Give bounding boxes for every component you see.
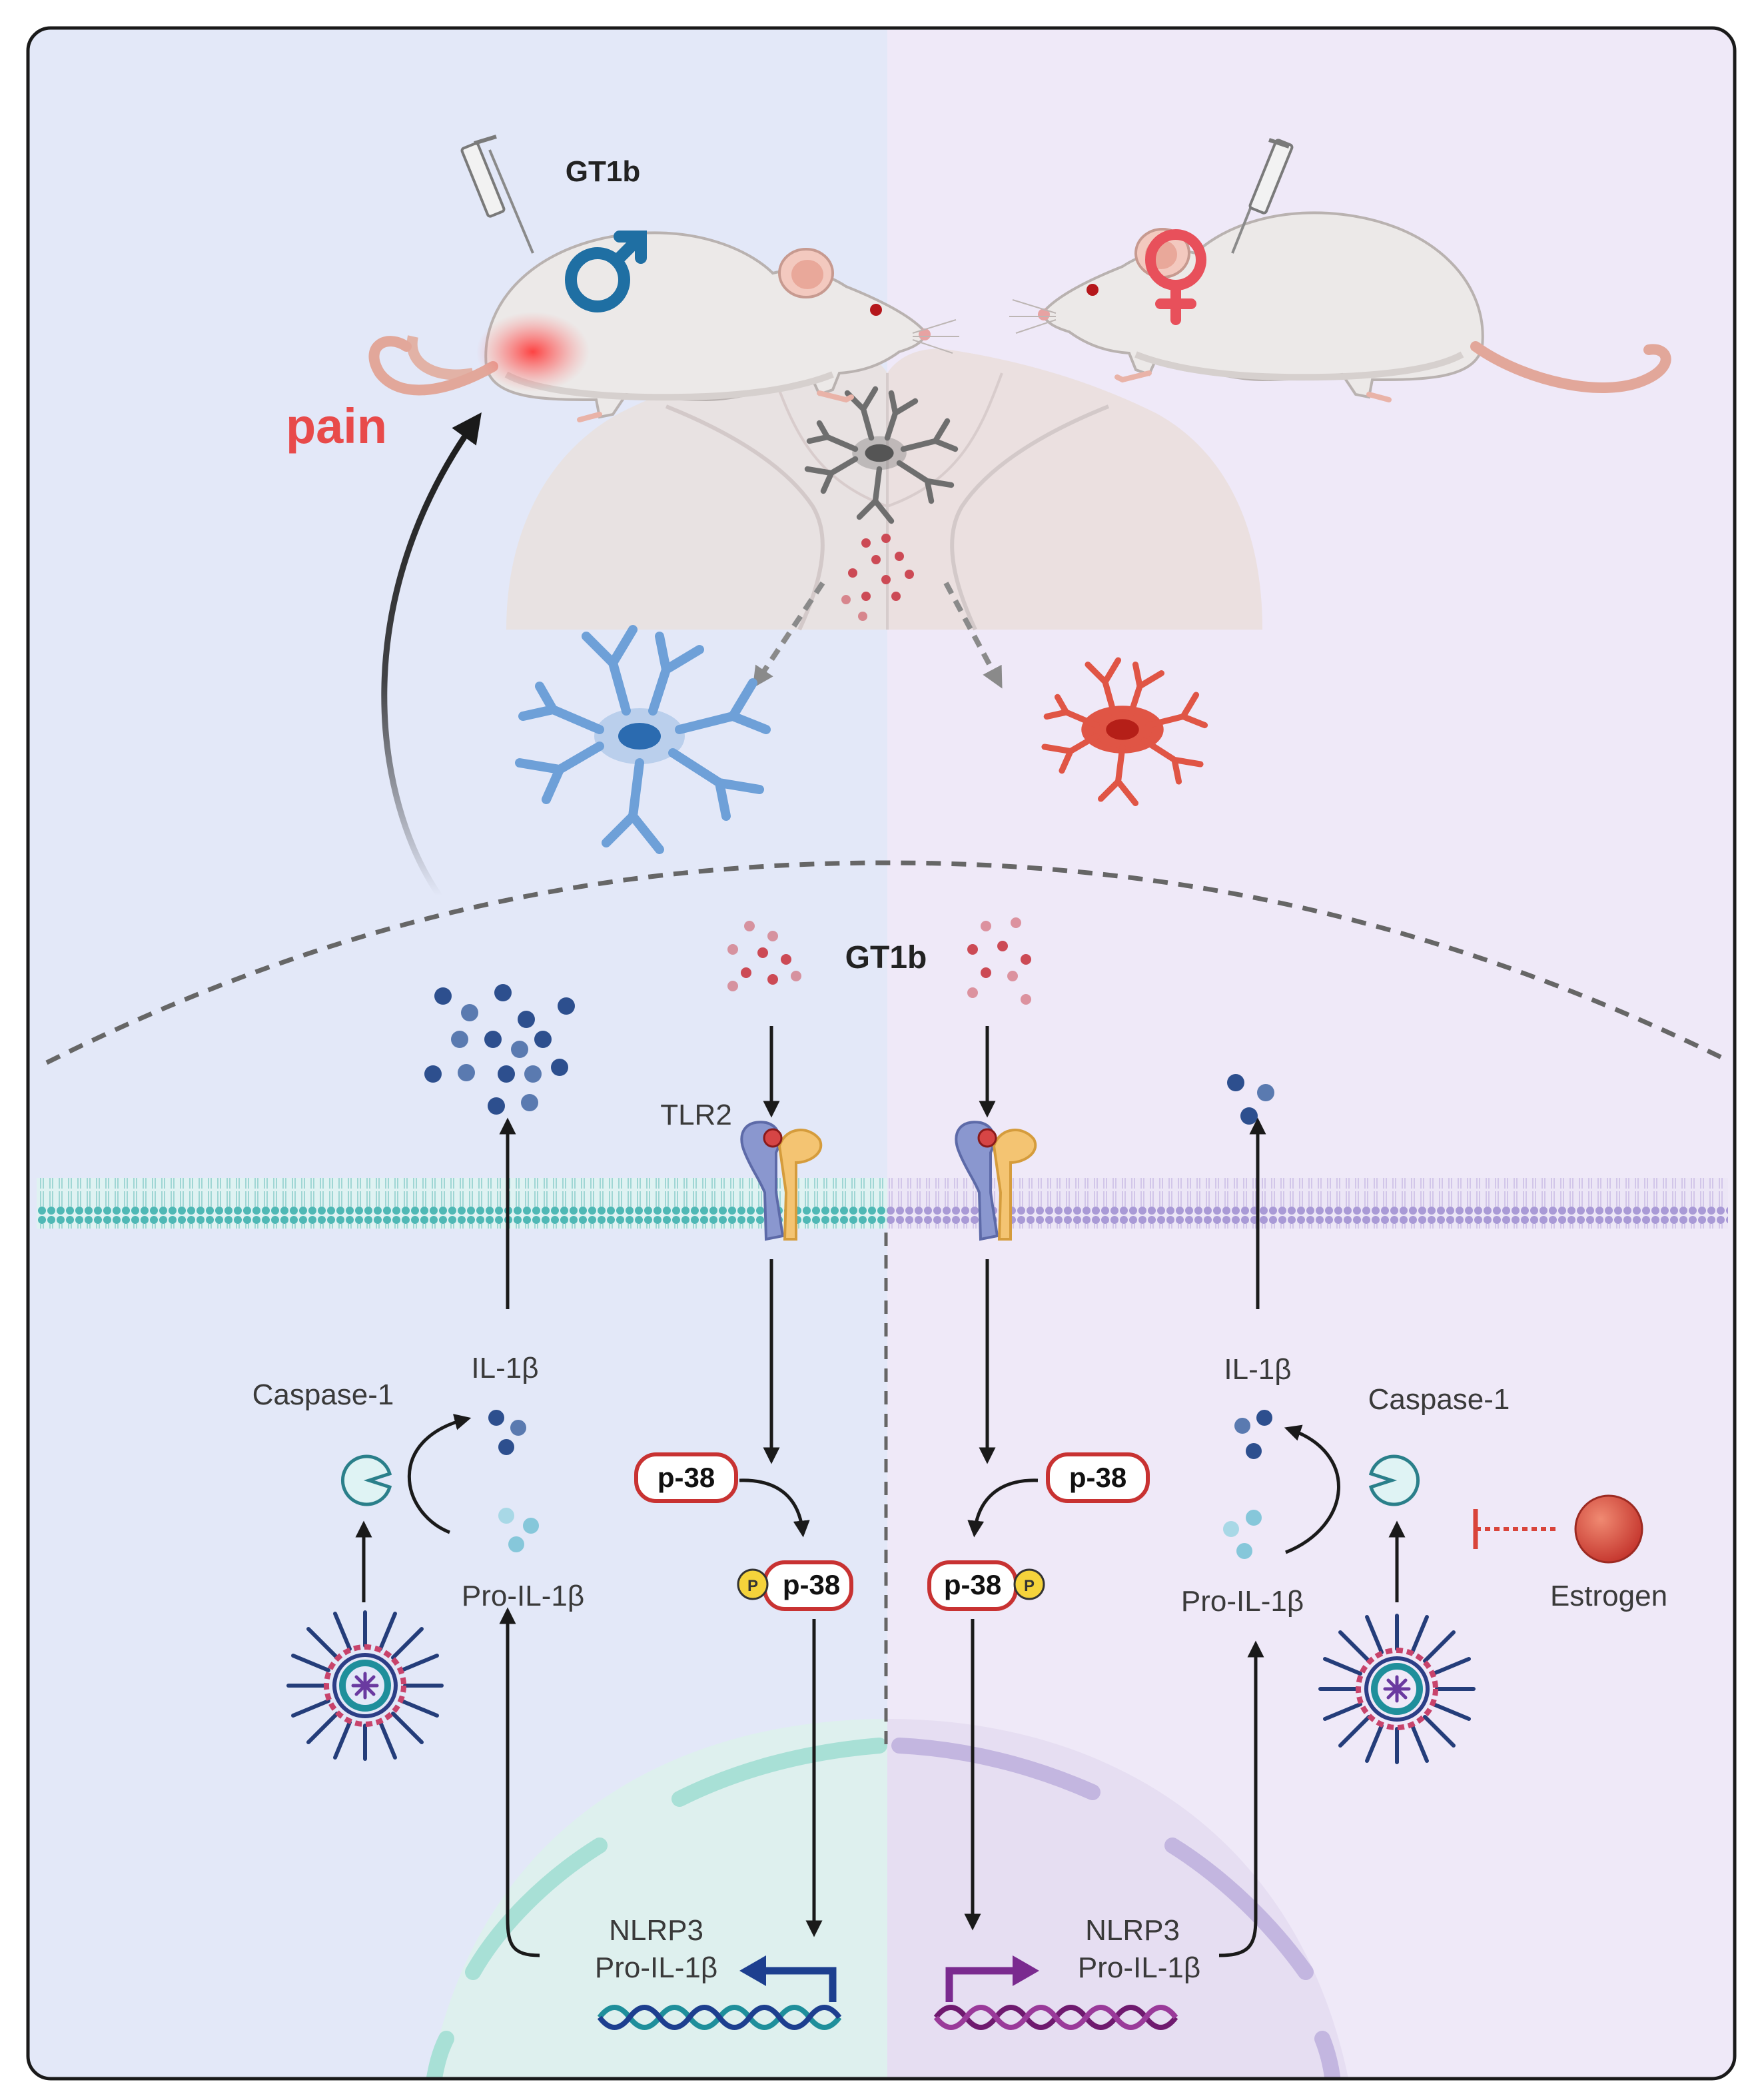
- promoter-arrow-male: [739, 1955, 837, 2002]
- svg-text:P: P: [1024, 1577, 1035, 1595]
- caspase-icon: [340, 1454, 392, 1506]
- promoter-arrow-female: [945, 1955, 1039, 2002]
- svg-text:p-38: p-38: [658, 1462, 715, 1493]
- pain-glow: [476, 312, 590, 392]
- pro-il1b-gene-label-male: Pro-IL-1β: [595, 1951, 717, 1984]
- p38-box-male-phospho: p-38 P: [737, 1560, 853, 1611]
- tlr2-receptor-icon: [740, 1121, 823, 1241]
- svg-text:p-38: p-38: [1069, 1462, 1126, 1493]
- estrogen-label: Estrogen: [1550, 1580, 1667, 1612]
- female-symbol-icon: [1145, 229, 1206, 325]
- arrow-to-male-microglia: [752, 581, 825, 688]
- tlr2-label: TLR2: [660, 1099, 732, 1131]
- estrogen-inhibition: [1473, 1509, 1559, 1549]
- syringe-icon: [1231, 138, 1294, 254]
- microglia-male-icon: [520, 630, 766, 849]
- pro-il1b-label-male: Pro-IL-1β: [462, 1580, 584, 1612]
- svg-text:p-38: p-38: [944, 1569, 1001, 1600]
- pain-label: pain: [286, 398, 387, 454]
- inflammasome-icon: [288, 1612, 442, 1759]
- cell-boundary: [45, 860, 1727, 1065]
- tlr2-receptor-icon: [955, 1121, 1037, 1241]
- dna-icon: [933, 2005, 1178, 2030]
- il1b-secreted-male: [424, 984, 575, 1115]
- male-mouse-icon: [368, 233, 959, 420]
- microglia-female-icon: [1045, 660, 1205, 803]
- female-mouse-icon: [1009, 213, 1671, 400]
- p38-box-female-phospho: p-38 P: [927, 1560, 1045, 1611]
- dna-icon: [597, 2005, 842, 2030]
- svg-text:p-38: p-38: [783, 1569, 840, 1600]
- caspase-label-female: Caspase-1: [1368, 1383, 1510, 1416]
- microglia-icon: [807, 389, 955, 521]
- inflammasome-icon: [1320, 1616, 1474, 1762]
- svg-text:P: P: [747, 1577, 758, 1595]
- cell-membrane-female: [887, 1178, 1728, 1229]
- gt1b-mid-label: GT1b: [845, 940, 927, 975]
- il1b-label-female: IL-1β: [1224, 1353, 1291, 1386]
- pro-il1b-dots-male: [498, 1508, 539, 1552]
- nlrp3-label-male: NLRP3: [609, 1914, 703, 1947]
- nuclear-envelope: [425, 1738, 1342, 2079]
- pro-il1b-gene-label-female: Pro-IL-1β: [1078, 1951, 1200, 1984]
- caspase-icon: [1368, 1454, 1420, 1506]
- gt1b-dots-cord: [841, 534, 914, 621]
- male-symbol-icon: [565, 231, 647, 312]
- estrogen-icon: [1574, 1494, 1643, 1564]
- gt1b-dots-female: [967, 917, 1031, 1005]
- signal-arrows: [355, 1026, 1406, 1957]
- frame-border: [26, 26, 1737, 2081]
- nucleus-male: [426, 1719, 887, 2079]
- phospho-icon: [1013, 1568, 1045, 1600]
- il1b-label-male: IL-1β: [471, 1352, 538, 1384]
- p38-box-female-upper: p-38: [1046, 1452, 1150, 1503]
- pain-arrow: [381, 412, 482, 898]
- cell-membrane-male: [37, 1178, 887, 1229]
- pro-il1b-dots-female: [1223, 1510, 1262, 1559]
- caspase-label-male: Caspase-1: [252, 1378, 394, 1411]
- syringe-icon: [460, 135, 534, 254]
- nucleus-female: [887, 1719, 1352, 2079]
- nlrp3-label-female: NLRP3: [1085, 1914, 1180, 1947]
- pro-il1b-label-female: Pro-IL-1β: [1181, 1585, 1304, 1618]
- il1b-intracellular-female: [1234, 1410, 1272, 1459]
- p38-box-male-upper: p-38: [634, 1452, 738, 1503]
- gt1b-dots-male: [727, 921, 801, 991]
- spinal-cord-icon: [506, 348, 1262, 631]
- il1b-intracellular-male: [488, 1410, 526, 1455]
- phospho-icon: [737, 1568, 769, 1600]
- gt1b-top-label: GT1b: [566, 155, 640, 188]
